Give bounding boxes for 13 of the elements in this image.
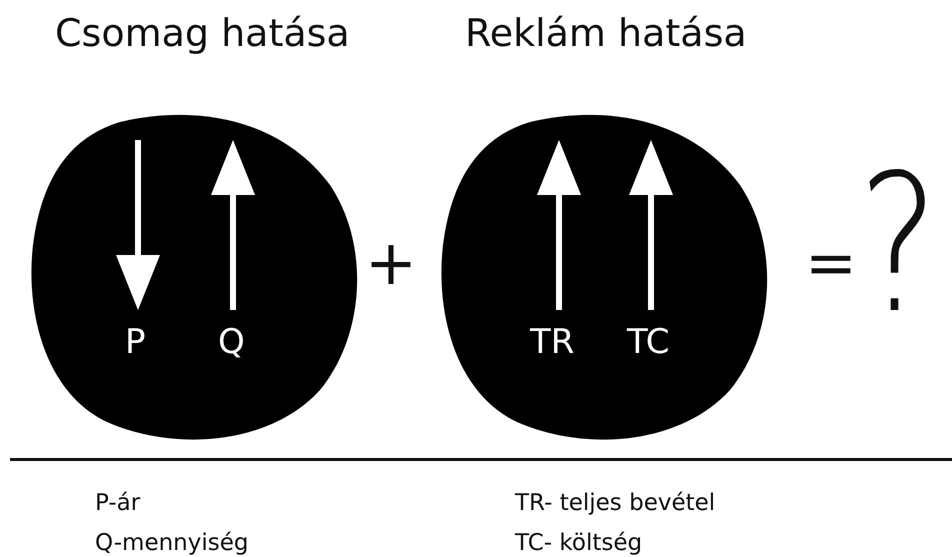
legend-text: Q-mennyiség — [95, 532, 248, 555]
question-mark: ? — [858, 150, 939, 340]
legend-text: TC- költség — [515, 532, 642, 555]
variable-label: TR — [530, 322, 574, 362]
plus-sign: + — [365, 232, 417, 294]
legend-text: TR- teljes bevétel — [515, 492, 716, 515]
equals-sign: = — [805, 232, 857, 294]
heading: Reklám hatása — [465, 10, 747, 56]
variable-label: Q — [218, 322, 245, 362]
heading: Csomag hatása — [55, 10, 350, 56]
variable-label: TC — [627, 322, 670, 362]
variable-label: P — [125, 322, 146, 362]
legend-text: P-ár — [95, 492, 140, 515]
